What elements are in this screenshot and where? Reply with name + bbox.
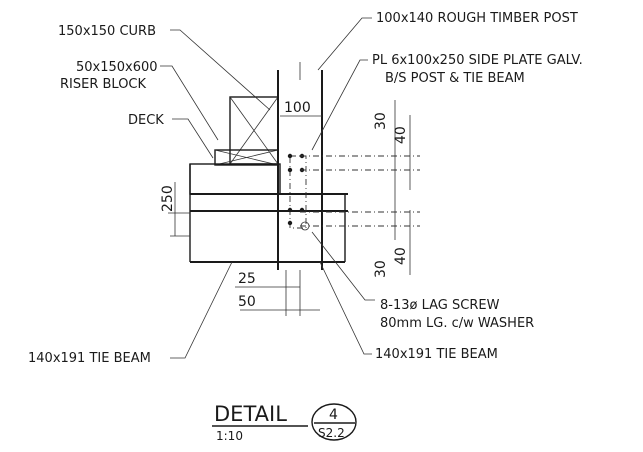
dim-25: 25 (238, 271, 256, 287)
detail-sheet: S2.2 (318, 426, 345, 440)
lag-screw-line1: 8-13ø LAG SCREW (380, 298, 500, 313)
riser-label-line1: 50x150x600 (76, 60, 158, 75)
riser-block (229, 96, 279, 165)
dim-top-40: 40 (393, 126, 409, 144)
curb (214, 149, 279, 166)
dim-bot-40: 40 (393, 247, 409, 265)
detail-title: DETAIL (214, 402, 287, 426)
dim-50: 50 (238, 294, 256, 310)
tie-beam-left-label: 140x191 TIE BEAM (28, 351, 151, 366)
lag-screws (287, 153, 420, 231)
deck-label: DECK (128, 113, 164, 128)
dim-height-250: 250 (160, 185, 176, 212)
side-plate-line1: PL 6x100x250 SIDE PLATE GALV. (372, 53, 583, 68)
leader-lines (160, 17, 375, 359)
riser-label-line2: RISER BLOCK (60, 77, 147, 92)
curb-label: 150x150 CURB (58, 24, 156, 39)
tie-beam-right-label: 140x191 TIE BEAM (375, 347, 498, 362)
detail-bubble (311, 403, 357, 441)
detail-scale: 1:10 (216, 429, 243, 443)
dim-top-30: 30 (373, 112, 389, 130)
dim-post-width: 100 (284, 100, 311, 116)
lag-screw-line2: 80mm LG. c/w WASHER (380, 316, 534, 331)
side-plate-line2: B/S POST & TIE BEAM (385, 71, 525, 86)
dim-bot-30: 30 (373, 260, 389, 278)
deck (189, 163, 281, 195)
side-plate (289, 155, 307, 229)
dimension-lines (168, 62, 411, 316)
tie-beam (189, 164, 348, 263)
post-label: 100x140 ROUGH TIMBER POST (376, 11, 578, 26)
detail-number: 4 (329, 407, 338, 423)
detail-title-block: DETAIL 1:10 4 S2.2 (212, 402, 357, 443)
